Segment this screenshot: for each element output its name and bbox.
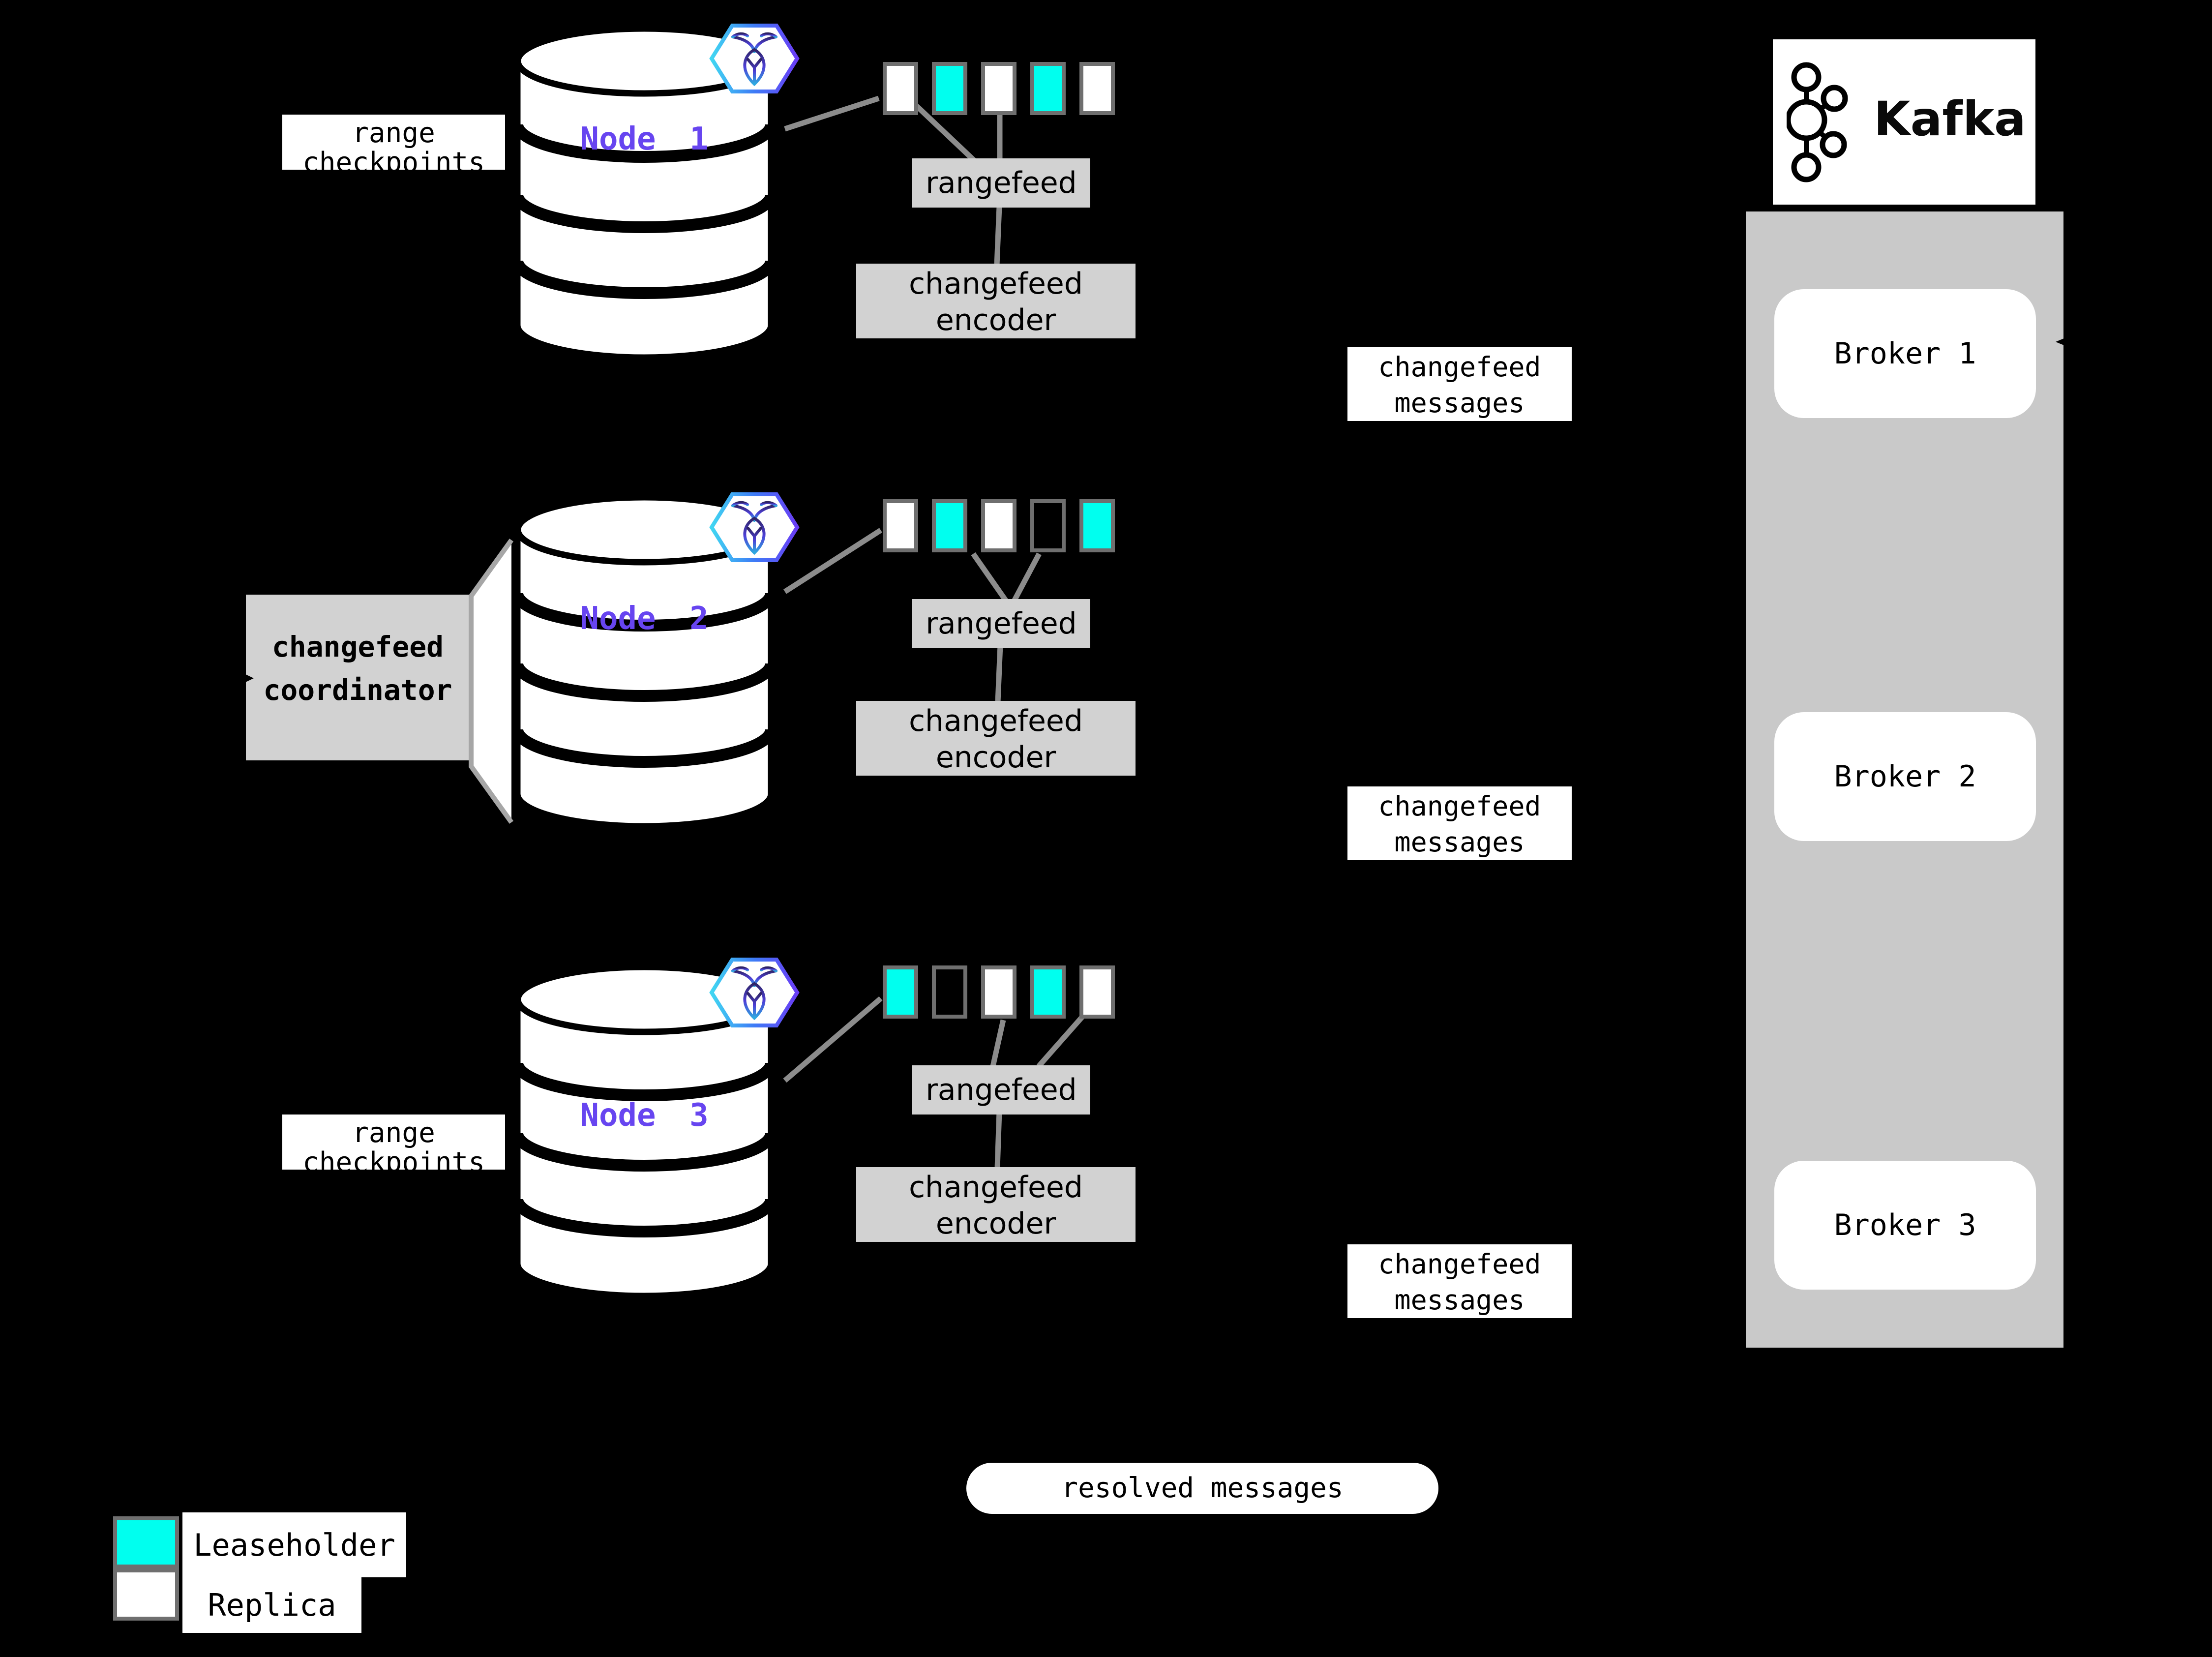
range-square xyxy=(981,62,1016,115)
encoder-line1: changefeed xyxy=(909,704,1083,738)
range-checkpoints-line2: checkpoints xyxy=(302,1146,485,1178)
range-square xyxy=(1079,499,1115,552)
range-square xyxy=(981,965,1016,1019)
range-checkpoints-line1: range xyxy=(352,117,435,149)
kafka-icon xyxy=(1787,62,1848,182)
cockroachdb-hexagon-icon xyxy=(709,24,800,93)
changefeed-encoder-box-node1: changefeed encoder xyxy=(856,264,1136,338)
range-square xyxy=(981,499,1016,552)
messages-line1: changefeed xyxy=(1378,351,1541,383)
cockroachdb-hexagon-icon xyxy=(709,492,800,562)
rangefeed-box-node3: rangefeed xyxy=(912,1065,1090,1115)
range-checkpoints-label-node1: range checkpoints xyxy=(282,115,505,178)
node-1-label: Node 1 xyxy=(580,121,709,157)
node-1-cylinder xyxy=(514,25,775,361)
cockroachdb-hexagon-icon xyxy=(709,958,800,1027)
coordinator-line1: changefeed xyxy=(271,630,444,663)
range-square xyxy=(1030,965,1066,1019)
coordinator-flag xyxy=(471,540,511,822)
resolved-messages-label: resolved messages xyxy=(966,1463,1438,1514)
node-2-cylinder xyxy=(514,494,775,830)
changefeed-encoder-box-node3: changefeed encoder xyxy=(856,1167,1136,1242)
kafka-logo-box: Kafka xyxy=(1773,39,2035,205)
range-square xyxy=(932,499,967,552)
encoder-line1: changefeed xyxy=(909,267,1083,301)
range-square xyxy=(883,965,918,1019)
messages-line1: changefeed xyxy=(1378,1248,1541,1280)
range-square xyxy=(932,62,967,115)
changefeed-encoder-box-node2: changefeed encoder xyxy=(856,701,1136,776)
rangefeed-box-node1: rangefeed xyxy=(912,158,1090,208)
kafka-broker-1: Broker 1 xyxy=(1774,289,2036,418)
encoder-line2: encoder xyxy=(935,303,1056,337)
coordinator-flag-border xyxy=(469,539,514,824)
legend-leaseholder-label: Leaseholder xyxy=(182,1512,406,1577)
range-square xyxy=(932,965,967,1019)
range-square xyxy=(1030,62,1066,115)
range-square xyxy=(1030,499,1066,552)
messages-line2: messages xyxy=(1394,1284,1525,1316)
broker-1-label: Broker 1 xyxy=(1834,336,1976,371)
encoder-line1: changefeed xyxy=(909,1170,1083,1205)
rangefeed-box-node2: rangefeed xyxy=(912,599,1090,648)
legend-replica-label: Replica xyxy=(182,1577,361,1633)
changefeed-messages-label-1: changefeed messages xyxy=(1347,347,1572,421)
coordinator-line2: coordinator xyxy=(263,673,452,707)
kafka-broker-2: Broker 2 xyxy=(1774,712,2036,841)
changefeed-coordinator-label: changefeed coordinator xyxy=(246,595,470,760)
messages-line2: messages xyxy=(1394,387,1525,419)
messages-line1: changefeed xyxy=(1378,790,1541,822)
range-checkpoints-label-node3: range checkpoints xyxy=(282,1115,505,1177)
kafka-wordmark: Kafka xyxy=(1874,91,2026,147)
legend-leaseholder-swatch xyxy=(113,1516,179,1568)
broker-2-label: Broker 2 xyxy=(1834,759,1976,794)
range-square xyxy=(883,499,918,552)
encoder-line2: encoder xyxy=(935,740,1056,775)
range-square xyxy=(1079,62,1115,115)
range-square xyxy=(1079,965,1115,1019)
node-3-label: Node 3 xyxy=(580,1097,709,1134)
range-square xyxy=(883,62,918,115)
changefeed-messages-label-3: changefeed messages xyxy=(1347,1244,1572,1318)
legend-replica-swatch xyxy=(113,1568,179,1621)
node-3-cylinder xyxy=(514,964,775,1299)
kafka-broker-3: Broker 3 xyxy=(1774,1161,2036,1290)
messages-line2: messages xyxy=(1394,826,1525,858)
broker-3-label: Broker 3 xyxy=(1834,1208,1976,1242)
changefeed-messages-label-2: changefeed messages xyxy=(1347,786,1572,860)
node-2-label: Node 2 xyxy=(580,601,709,637)
encoder-line2: encoder xyxy=(935,1206,1056,1241)
range-checkpoints-line2: checkpoints xyxy=(302,147,485,179)
range-checkpoints-line1: range xyxy=(352,1117,435,1149)
